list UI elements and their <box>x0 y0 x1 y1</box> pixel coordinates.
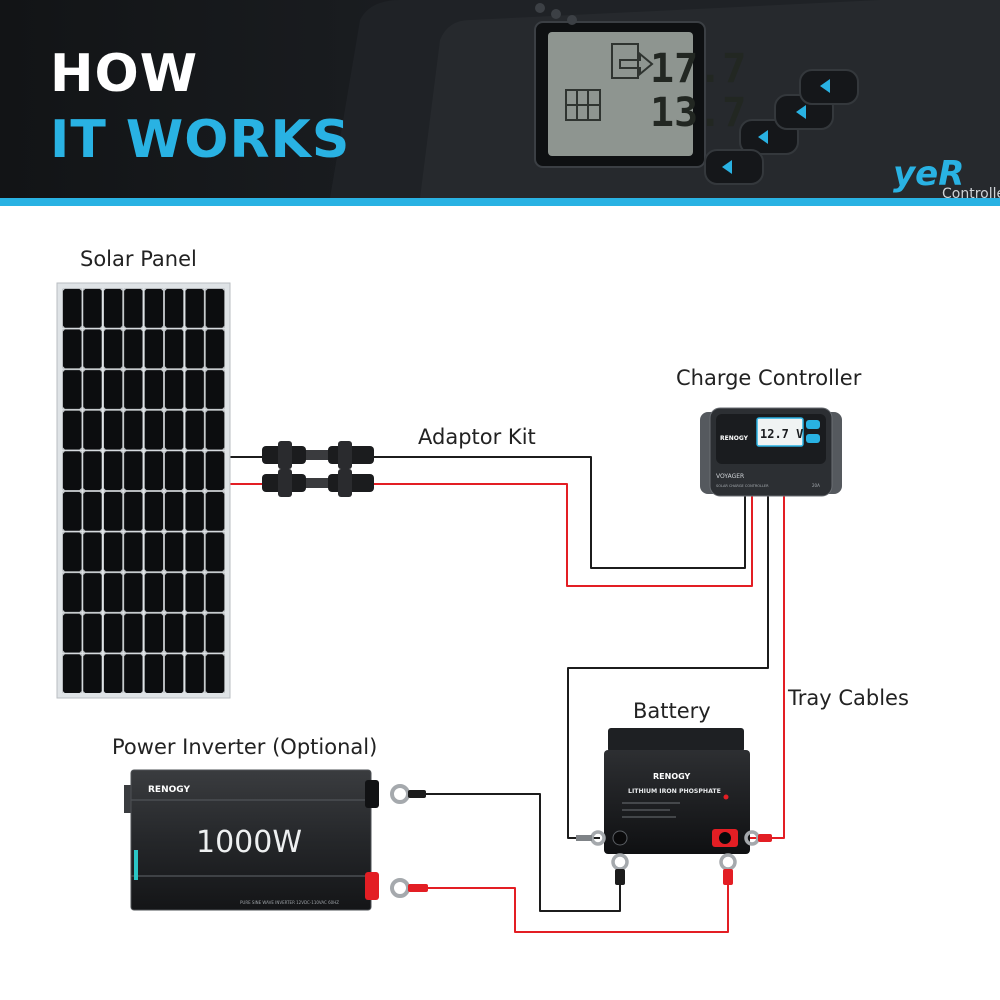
mc4-connector-negative <box>262 441 374 469</box>
label-adaptor-kit: Adaptor Kit <box>418 425 536 449</box>
battery: RENOGY LITHIUM IRON PHOSPHATE <box>604 728 750 854</box>
wire-battery-positive-tray <box>748 492 785 839</box>
bg-controller-fragment: Controller <box>942 186 1000 198</box>
power-inverter: RENOGY 1000W PURE SINE WAVE INVERTER 12V… <box>124 769 428 911</box>
bg-lcd-bottom: 13.7 <box>650 90 746 136</box>
battery-type: LITHIUM IRON PHOSPHATE <box>628 788 721 795</box>
charge-controller: 12.7 V RENOGY VOYAGER SOLAR CHARGE CONTR… <box>700 407 842 497</box>
battery-brand: RENOGY <box>653 772 691 781</box>
inverter-brand: RENOGY <box>148 785 190 795</box>
wire-inverter-positive <box>428 876 729 933</box>
bg-lcd-top: 17.7 <box>650 46 746 92</box>
controller-rating: 20A <box>812 483 820 488</box>
controller-lcd-value: 12.7 V <box>760 427 803 441</box>
solar-panel <box>56 282 231 699</box>
bg-brand-fragment: yeR <box>893 154 964 194</box>
bg-button-4 <box>704 149 764 185</box>
adaptor-kit-connectors <box>262 441 374 497</box>
wires <box>228 456 785 933</box>
controller-model: VOYAGER <box>716 473 744 480</box>
wire-adaptor-negative <box>228 456 746 569</box>
headline-how: HOW <box>50 44 199 104</box>
label-tray-cables: Tray Cables <box>788 686 909 710</box>
controller-photo-background: 17.7 13.7 yeR Controller <box>0 0 1000 198</box>
mc4-connector-positive <box>262 469 374 497</box>
label-power-inverter: Power Inverter (Optional) <box>112 735 378 759</box>
label-solar-panel: Solar Panel <box>80 247 197 271</box>
label-battery: Battery <box>633 699 711 723</box>
wire-inverter-negative <box>425 793 621 912</box>
battery-ring-terminals <box>576 830 772 885</box>
inverter-fine-print: PURE SINE WAVE INVERTER 12VDC-110VAC 60H… <box>240 900 339 905</box>
header-banner: 17.7 13.7 yeR Controller HOW IT WORKS <box>0 0 1000 198</box>
lcd-screen <box>548 32 693 156</box>
inverter-wattage: 1000W <box>196 825 302 860</box>
label-charge-controller: Charge Controller <box>676 366 862 390</box>
wire-adaptor-positive <box>228 483 753 587</box>
accent-strip <box>0 198 1000 206</box>
headline-it-works: IT WORKS <box>50 110 351 170</box>
controller-brand: RENOGY <box>720 435 749 442</box>
controller-lcd <box>756 417 804 447</box>
controller-subtitle: SOLAR CHARGE CONTROLLER <box>716 484 769 488</box>
